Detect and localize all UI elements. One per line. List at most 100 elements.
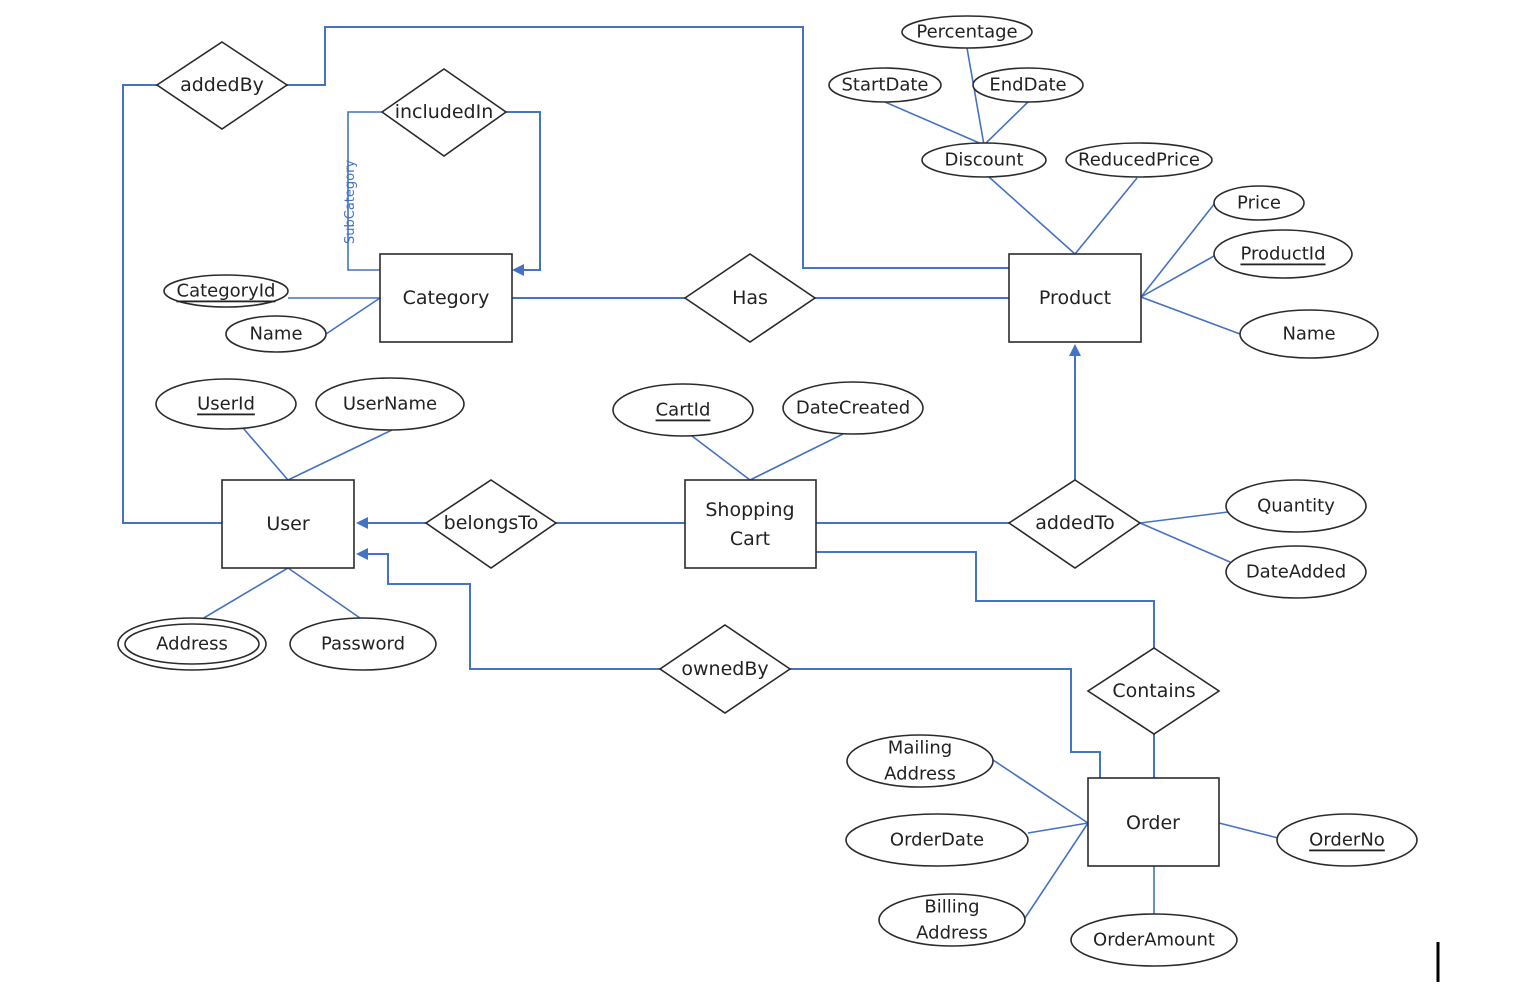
attribute-orderamount[interactable]: OrderAmount xyxy=(1070,913,1238,967)
attribute-price-label: Price xyxy=(1237,193,1281,214)
relationship-addedto[interactable]: addedTo xyxy=(1007,479,1142,569)
attribute-percentage[interactable]: Percentage xyxy=(901,15,1033,49)
edge-category-name xyxy=(325,297,381,335)
entity-product-label: Product xyxy=(1039,287,1111,309)
relationship-contains[interactable]: Contains xyxy=(1086,647,1221,735)
entity-category[interactable]: Category xyxy=(379,253,513,343)
edge-addedby-product xyxy=(287,26,1009,269)
edge-dateadded-addedto xyxy=(1139,522,1231,563)
attribute-password-label: Password xyxy=(321,634,405,655)
entity-shopping-cart[interactable]: Shopping Cart xyxy=(684,479,817,569)
edge-enddate-discount xyxy=(983,101,1029,146)
entity-cart-label-line1: Shopping xyxy=(705,499,794,521)
entity-product[interactable]: Product xyxy=(1008,253,1142,343)
entity-order-label: Order xyxy=(1126,812,1180,834)
relationship-belongsto-label: belongsTo xyxy=(444,512,539,534)
attribute-categoryid-label: CategoryId xyxy=(177,281,276,302)
connectors xyxy=(122,26,1279,919)
entity-cart-label-line2: Cart xyxy=(730,528,770,550)
attribute-mailingaddress-label-line2: Address xyxy=(884,764,956,785)
edge-mailingaddress-order xyxy=(992,759,1089,824)
attribute-enddate[interactable]: EndDate xyxy=(972,67,1084,103)
attribute-cartid[interactable]: CartId xyxy=(612,383,754,437)
relationship-addedto-label: addedTo xyxy=(1035,512,1115,534)
attribute-address-multivalued[interactable]: Address xyxy=(117,617,267,671)
relationship-includedin[interactable]: includedIn xyxy=(380,68,508,157)
attribute-category-name[interactable]: Name xyxy=(225,315,327,353)
relationship-ownedby[interactable]: ownedBy xyxy=(658,624,792,714)
attribute-password[interactable]: Password xyxy=(289,617,437,671)
edge-startdate-discount xyxy=(884,101,985,146)
edge-userid-user xyxy=(242,427,289,481)
edge-orderdate-order xyxy=(1027,822,1089,834)
attribute-discount[interactable]: Discount xyxy=(921,142,1047,178)
attribute-enddate-label: EndDate xyxy=(989,75,1066,96)
edge-percentage-discount xyxy=(966,47,985,146)
edge-ownedby-user xyxy=(356,548,660,670)
attribute-billingaddress-label-line1: Billing xyxy=(924,897,979,918)
attribute-datecreated-label: DateCreated xyxy=(796,398,910,419)
edge-cart-contains xyxy=(816,551,1155,648)
attribute-product-name[interactable]: Name xyxy=(1239,309,1379,359)
attribute-datecreated[interactable]: DateCreated xyxy=(782,381,924,435)
attribute-orderno[interactable]: OrderNo xyxy=(1276,813,1418,867)
attribute-reducedprice-label: ReducedPrice xyxy=(1078,150,1200,171)
attribute-productid[interactable]: ProductId xyxy=(1213,229,1353,279)
attribute-price[interactable]: Price xyxy=(1213,185,1305,221)
relationship-belongsto[interactable]: belongsTo xyxy=(424,479,558,569)
attribute-dateadded[interactable]: DateAdded xyxy=(1225,545,1367,599)
entity-user-label: User xyxy=(266,513,309,535)
edge-productid-product xyxy=(1140,255,1215,298)
attribute-percentage-label: Percentage xyxy=(916,22,1017,43)
attribute-mailingaddress-label-line1: Mailing xyxy=(888,738,952,759)
attribute-dateadded-label: DateAdded xyxy=(1246,562,1346,583)
edge-price-product xyxy=(1140,202,1216,298)
edge-address-user xyxy=(196,567,289,623)
edge-includedin-category xyxy=(506,111,541,276)
edge-user-addedby xyxy=(122,84,222,524)
relationship-addedby[interactable]: addedBy xyxy=(155,41,289,130)
attribute-quantity-label: Quantity xyxy=(1257,496,1335,517)
attribute-orderdate-label: OrderDate xyxy=(890,830,984,851)
edge-productname-product xyxy=(1140,296,1241,335)
relationship-has-label: Has xyxy=(732,287,768,309)
attribute-userid-label: UserId xyxy=(197,394,255,415)
attribute-discount-label: Discount xyxy=(944,150,1023,171)
attribute-billingaddress[interactable]: Billing Address xyxy=(878,893,1026,947)
relationship-has[interactable]: Has xyxy=(683,253,817,343)
edge-discount-product xyxy=(988,176,1076,255)
edge-cartid-cart xyxy=(691,435,751,481)
attribute-orderno-label: OrderNo xyxy=(1309,830,1385,851)
attribute-startdate-label: StartDate xyxy=(842,75,929,96)
attribute-product-name-label: Name xyxy=(1282,324,1335,345)
relationship-contains-label: Contains xyxy=(1112,680,1195,702)
edge-password-user xyxy=(287,567,361,619)
edge-billingaddress-order xyxy=(1024,822,1089,919)
relationship-includedin-label: includedIn xyxy=(395,101,494,123)
attribute-quantity[interactable]: Quantity xyxy=(1225,479,1367,533)
edge-username-user xyxy=(287,429,393,481)
relationship-addedby-label: addedBy xyxy=(180,74,264,96)
attribute-orderamount-label: OrderAmount xyxy=(1093,930,1215,951)
edge-orderno-order xyxy=(1218,822,1279,839)
attribute-orderdate[interactable]: OrderDate xyxy=(845,813,1029,867)
role-label-subcategory: SubCategory xyxy=(343,160,358,244)
edge-reducedprice-product xyxy=(1074,177,1138,255)
attribute-reducedprice[interactable]: ReducedPrice xyxy=(1065,142,1213,178)
relationship-ownedby-label: ownedBy xyxy=(681,658,768,680)
edge-quantity-addedto xyxy=(1139,511,1229,524)
attribute-startdate[interactable]: StartDate xyxy=(828,67,942,103)
entity-order[interactable]: Order xyxy=(1087,777,1220,867)
attribute-userid[interactable]: UserId xyxy=(155,378,297,430)
entity-user[interactable]: User xyxy=(221,479,355,569)
attribute-billingaddress-label-line2: Address xyxy=(916,923,988,944)
attribute-categoryid[interactable]: CategoryId xyxy=(163,274,289,308)
attribute-username-label: UserName xyxy=(343,394,437,415)
edge-datecreated-cart xyxy=(749,433,844,481)
attribute-cartid-label: CartId xyxy=(656,400,711,421)
edge-order-ownedby xyxy=(790,668,1101,778)
attribute-mailingaddress[interactable]: Mailing Address xyxy=(846,734,994,788)
attribute-address-label: Address xyxy=(156,634,228,655)
attribute-username[interactable]: UserName xyxy=(315,377,465,431)
